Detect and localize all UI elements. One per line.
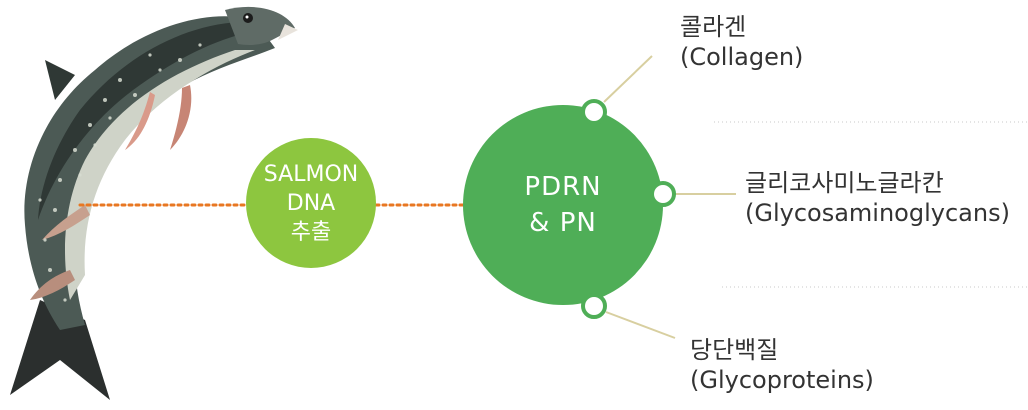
glycoproteins-korean: 당단백질 — [690, 336, 779, 364]
glycoproteins-label: 당단백질 (Glycoproteins) — [690, 335, 874, 395]
salmon-circle-line3: 추출 — [290, 219, 332, 245]
collagen-node — [581, 99, 607, 125]
salmon-circle-line1: SALMON — [263, 161, 359, 187]
glycoproteins-node — [581, 293, 607, 319]
collagen-korean: 콜라겐 — [680, 13, 747, 41]
collagen-label: 콜라겐 (Collagen) — [680, 12, 803, 72]
collagen-english: (Collagen) — [680, 43, 804, 71]
pdrn-circle-line1: PDRN — [524, 172, 602, 202]
glycosaminoglycans-english: (Glycosaminoglycans) — [745, 199, 1010, 227]
glycosaminoglycans-node — [650, 181, 676, 207]
pdrn-pn-circle: PDRN & PN — [463, 105, 663, 305]
pdrn-circle-line2: & PN — [529, 208, 597, 238]
salmon-dna-extraction-circle: SALMON DNA 추출 — [246, 138, 376, 268]
salmon-fish-icon — [10, 6, 298, 400]
glycosaminoglycans-label: 글리코사미노글라칸 (Glycosaminoglycans) — [745, 168, 1010, 228]
glycoproteins-english: (Glycoproteins) — [690, 366, 874, 394]
glycosaminoglycans-korean: 글리코사미노글라칸 — [745, 169, 944, 197]
salmon-circle-line2: DNA — [286, 190, 336, 216]
